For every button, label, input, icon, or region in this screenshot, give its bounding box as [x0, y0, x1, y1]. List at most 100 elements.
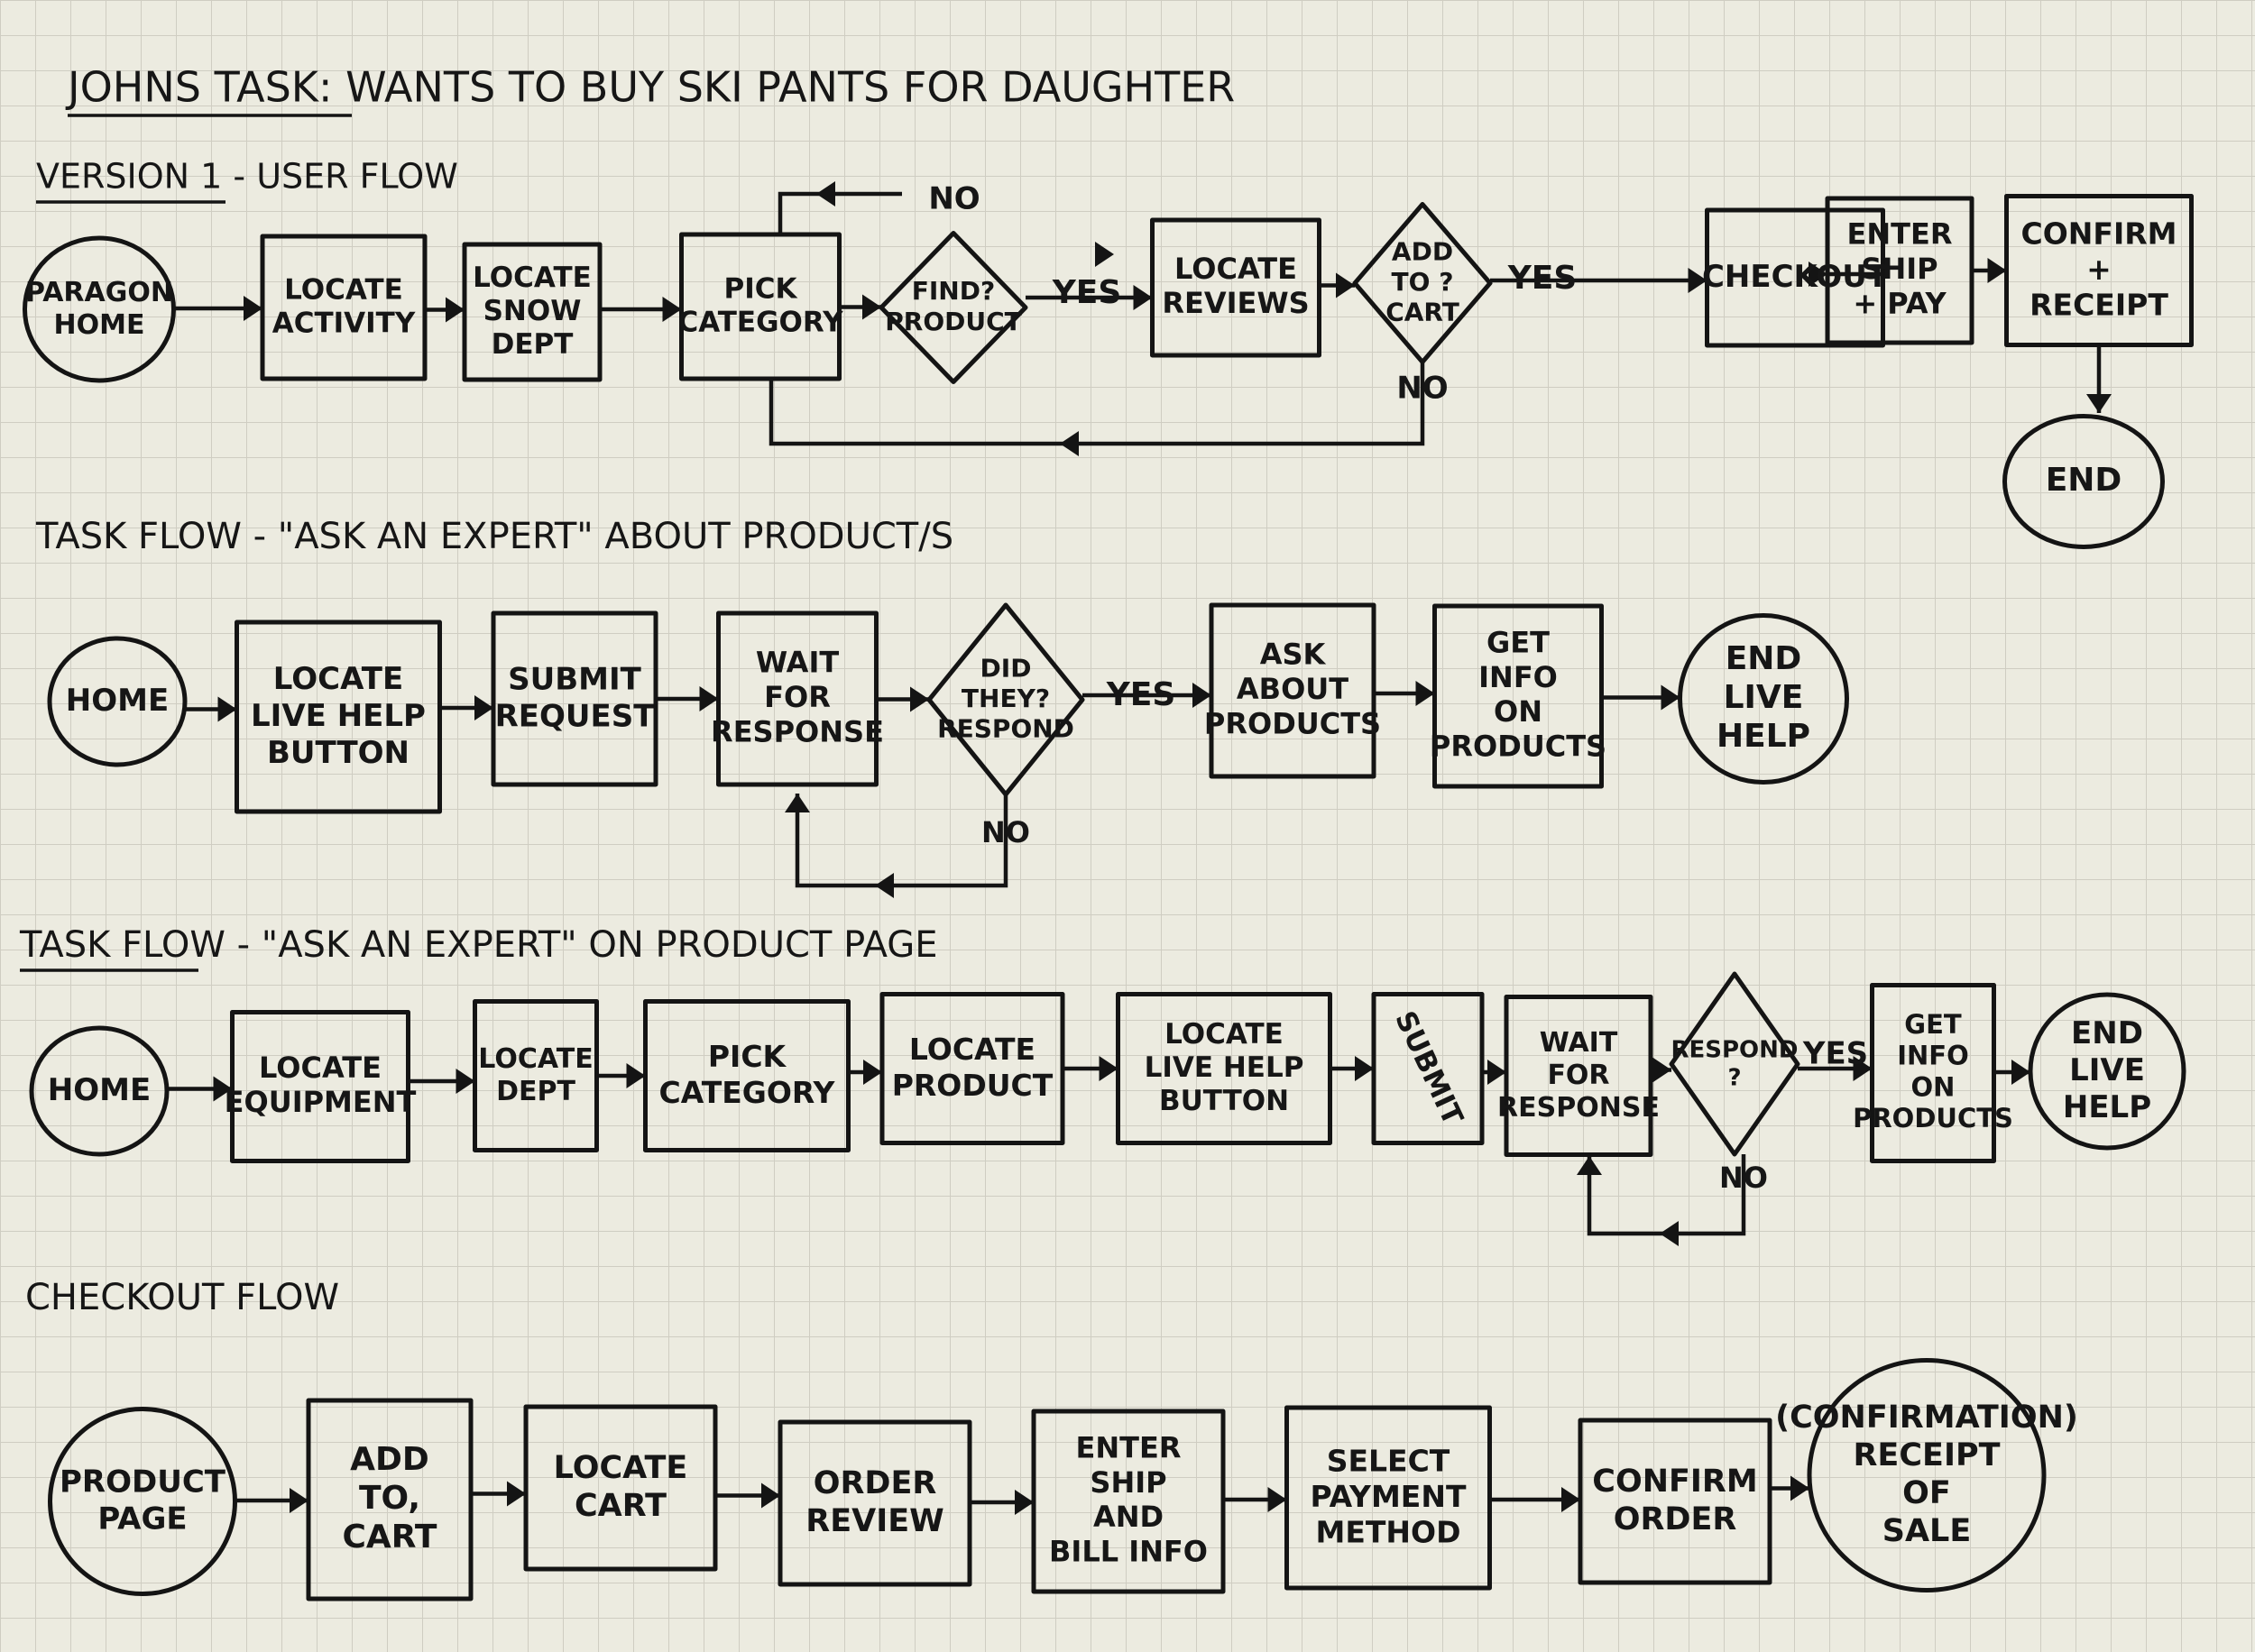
edge-label-yes: YES — [1106, 676, 1176, 713]
node-label-line: METHOD — [1316, 1514, 1461, 1549]
node-label-line: RECEIPT — [1853, 1437, 2000, 1473]
process-box-outline — [523, 1404, 718, 1572]
arrowhead — [1267, 1487, 1287, 1512]
arrowhead — [1660, 1221, 1679, 1246]
node-label-line: PICK — [708, 1039, 787, 1074]
node-t1-home — [47, 636, 188, 767]
circle-node-outline — [2002, 414, 2165, 549]
node-label-line: ORDER — [1614, 1501, 1737, 1537]
node-label-line: HOME — [66, 683, 169, 719]
node-label: HOME — [66, 683, 169, 719]
node-label: FIND?PRODUCT — [885, 276, 1022, 336]
node-label-line: LOCATE — [1174, 252, 1297, 286]
node-label-line: SUBMIT — [1389, 1006, 1470, 1130]
arrowhead — [446, 297, 465, 323]
node-t1-end-live-help — [1678, 613, 1849, 785]
node-t1-locate-live-help — [235, 620, 442, 814]
arrowhead — [217, 696, 237, 722]
arrowhead — [456, 1069, 475, 1094]
arrowhead — [1987, 258, 2007, 283]
node-label-line: PRODUCT — [885, 307, 1022, 336]
node-label: SUBMIT — [1389, 1006, 1470, 1130]
process-box-outline — [462, 242, 603, 382]
node-label-line: PRODUCTS — [1853, 1103, 2013, 1133]
node-label-line: LIVE — [1724, 679, 1804, 716]
arrowhead — [626, 1063, 646, 1088]
arrowhead — [761, 1482, 780, 1509]
node-label-line: BILL INFO — [1049, 1535, 1208, 1569]
process-box-outline — [306, 1398, 474, 1602]
node-label-line: GET — [1904, 1009, 1962, 1040]
node-label-line: + PAY — [1853, 286, 1947, 320]
node-t2-locate-equipment — [230, 1010, 410, 1163]
edge-label-no: NO — [1719, 1161, 1768, 1195]
node-label-line: PRODUCTS — [1204, 706, 1381, 740]
node-v1-find-product — [879, 231, 1028, 384]
process-box-outline — [2004, 194, 2194, 347]
arrowhead — [474, 695, 493, 720]
arrowhead — [816, 181, 835, 206]
loop-arrow-no — [778, 191, 902, 234]
node-v1-enter-ship-pay — [1825, 196, 1974, 345]
node-t2-respond — [1669, 971, 1800, 1157]
arrowhead — [1487, 1060, 1506, 1085]
node-v1-locate-activity — [260, 234, 428, 381]
node-label-line: ON — [1911, 1071, 1956, 1102]
circle-node-outline — [1678, 613, 1849, 785]
process-box-outline — [1504, 995, 1653, 1157]
node-t1-get-info — [1432, 603, 1604, 789]
arrowhead — [1561, 1487, 1580, 1512]
node-label-line: REVIEW — [805, 1503, 943, 1539]
node-c-select-payment — [1284, 1405, 1492, 1591]
node-label-line: LOCATE — [909, 1032, 1035, 1067]
node-v1-add-to-cart — [1352, 202, 1493, 364]
node-label-line: RECEIPT — [2030, 287, 2168, 322]
node-label-line: RESPONSE — [711, 714, 884, 748]
process-box-outline — [679, 232, 842, 381]
node-label: RESPOND? — [1671, 1036, 1798, 1091]
edge-label-no: NO — [1396, 371, 1448, 407]
arrowhead — [1336, 272, 1355, 298]
process-box-outline — [778, 1419, 972, 1587]
node-label-line: THEY? — [962, 684, 1050, 713]
node-label-line: TO, — [359, 1480, 420, 1517]
arrowhead — [1790, 1475, 1809, 1501]
decision-diamond-outline — [879, 231, 1028, 384]
process-box-outline — [1432, 603, 1604, 789]
node-label-line: CATEGORY — [677, 306, 843, 338]
node-v1-pick-category — [679, 232, 842, 381]
process-box-outline — [1116, 992, 1332, 1145]
node-label-line: ACTIVITY — [272, 307, 416, 339]
process-box-outline — [1150, 217, 1321, 358]
node-label-line: END — [1726, 640, 1802, 677]
arrowhead — [1133, 285, 1153, 310]
arrowhead — [699, 686, 719, 711]
node-label-line: RESPONSE — [1497, 1092, 1660, 1124]
node-label-line: CONFIRM — [1592, 1464, 1757, 1500]
circle-node-outline — [47, 636, 188, 767]
node-t2-locate-live-help — [1116, 992, 1332, 1145]
process-box-outline — [491, 610, 658, 787]
node-label-line: ASK — [1260, 638, 1327, 672]
node-t2-get-info — [1870, 983, 1996, 1163]
node-label-line: BUTTON — [267, 734, 410, 770]
node-t2-wait-for-response — [1504, 995, 1653, 1157]
node-t2-home — [29, 1025, 170, 1157]
node-label-line: CHECKOUT — [1702, 259, 1889, 295]
node-label-line: GET — [1486, 625, 1550, 659]
arrowhead — [1095, 242, 1114, 267]
arrowhead — [213, 1076, 233, 1102]
arrowhead — [1661, 684, 1680, 711]
node-label-line: LOCATE — [554, 1450, 688, 1486]
node-label: CONFIRM+RECEIPT — [2021, 216, 2177, 322]
